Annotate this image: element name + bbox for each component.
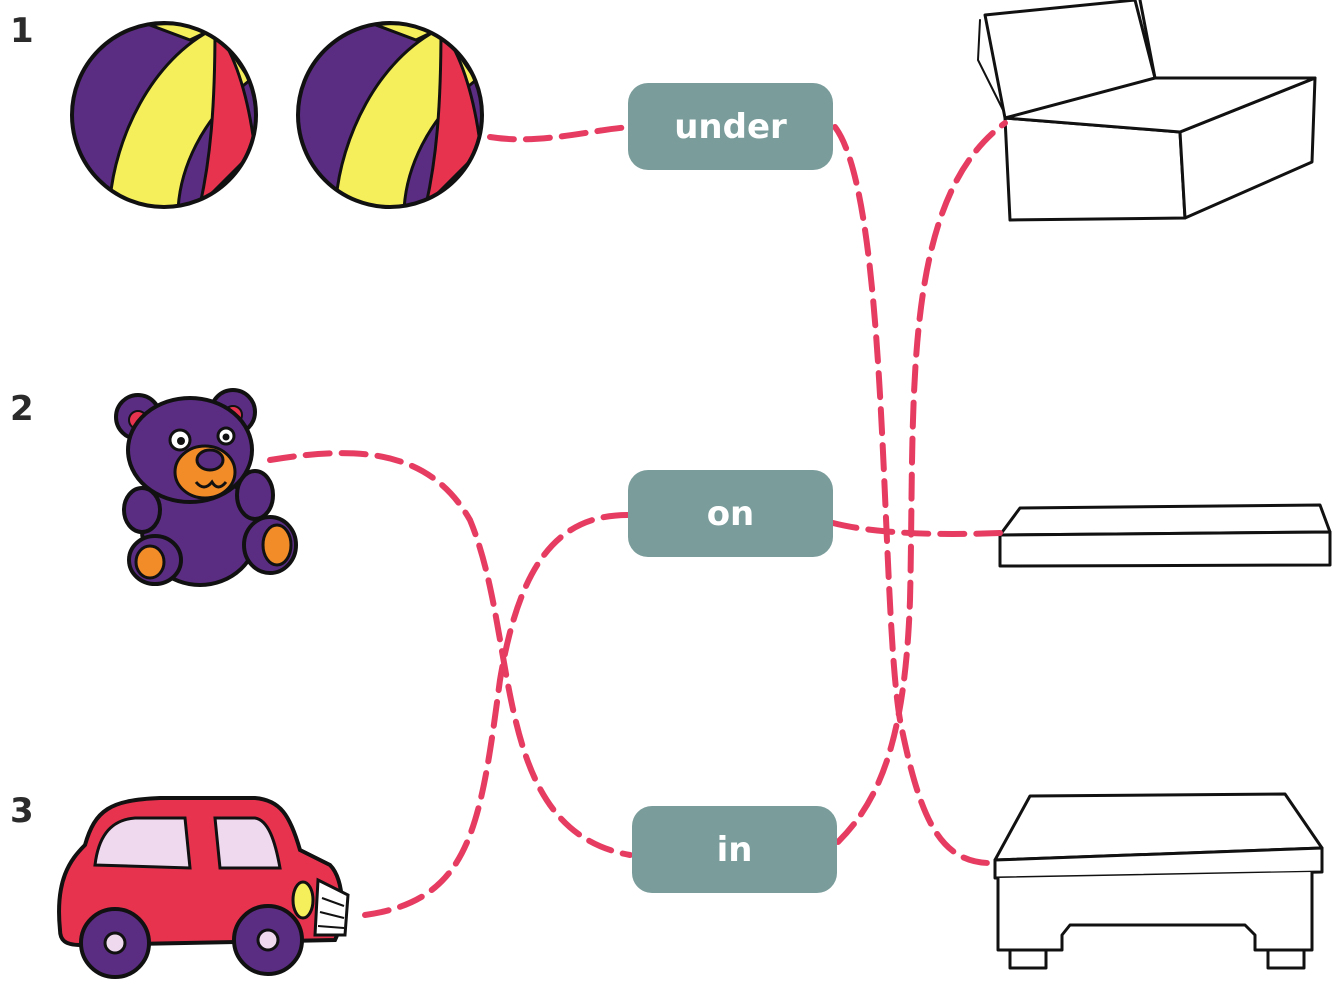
- shelf-icon: [998, 503, 1332, 568]
- connector-under-table: [832, 124, 998, 867]
- word-on-button[interactable]: on: [628, 470, 833, 557]
- car-icon: [57, 796, 350, 979]
- ball-icon: [70, 21, 258, 209]
- table-icon: [993, 792, 1324, 970]
- item-number-1: 1: [10, 11, 34, 51]
- teddy-bear-icon: [114, 388, 298, 587]
- word-under-button[interactable]: under: [628, 83, 833, 170]
- connector-balls-under: [487, 124, 633, 143]
- ball-icon: [296, 21, 484, 209]
- connector-lines: [267, 120, 1008, 918]
- box-icon: [977, 0, 1317, 222]
- connector-car-on: [362, 512, 631, 918]
- connector-in-box: [835, 120, 1008, 845]
- item-number-3: 3: [10, 791, 34, 831]
- connector-bear-in: [267, 450, 633, 858]
- item-number-2: 2: [10, 389, 34, 429]
- word-in-button[interactable]: in: [632, 806, 837, 893]
- connector-on-shelf: [830, 520, 1003, 537]
